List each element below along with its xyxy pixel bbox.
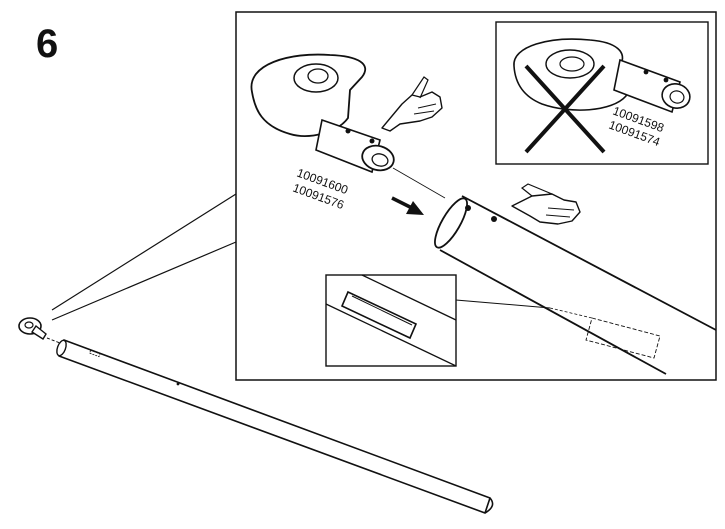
wrong-connector — [513, 38, 691, 114]
slot-zoom-box — [325, 274, 551, 367]
arrow-icon — [391, 196, 424, 215]
step-number: 6 — [36, 22, 59, 66]
pointing-hand-icon — [381, 76, 443, 132]
correct-part-codes: 10091600 10091576 — [291, 166, 350, 213]
end-connector — [250, 53, 395, 174]
wrong-part-inset: 10091598 10091574 — [495, 21, 709, 165]
overview-assembly — [18, 193, 494, 514]
pointing-hand-icon — [511, 183, 581, 225]
small-connector — [18, 317, 47, 340]
detail-tube — [434, 195, 717, 375]
wrong-part-codes: 10091598 10091574 — [607, 104, 666, 150]
long-tube — [56, 339, 494, 514]
cross-mark-icon — [524, 64, 606, 154]
